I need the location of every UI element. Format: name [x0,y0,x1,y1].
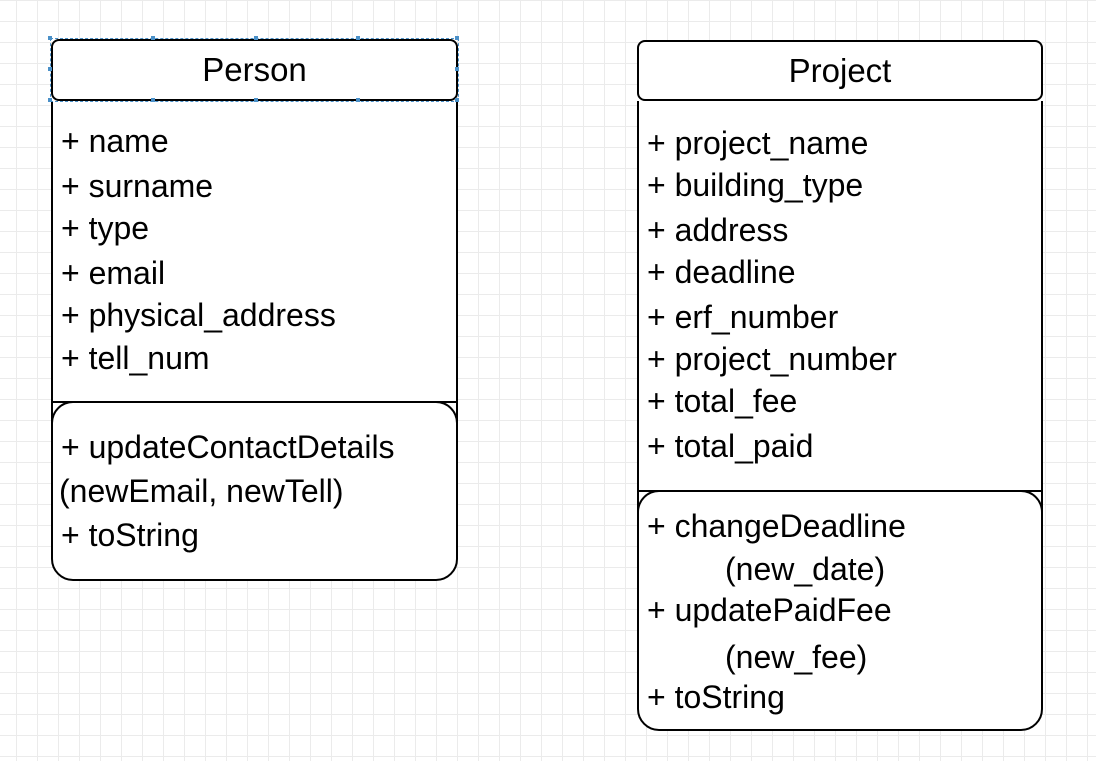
person-method-update-contact-details-params: (newEmail, newTell) [59,473,344,509]
selection-handle[interactable] [48,36,52,40]
project-class-title: Project [788,52,892,89]
project-methods-top-border [637,490,1043,512]
person-attribute-physical-address: + physical_address [61,297,336,333]
project-attribute-total-fee: + total_fee [647,383,798,419]
project-attribute-deadline: + deadline [647,254,796,290]
selection-handle[interactable] [455,67,459,71]
person-methods-top-border [51,401,458,423]
selection-handle[interactable] [455,36,459,40]
project-class[interactable]: Project + project_name + building_type +… [637,40,1043,731]
selection-handle[interactable] [48,67,52,71]
person-methods-section[interactable]: + updateContactDetails (newEmail, newTel… [51,401,458,581]
selection-handle[interactable] [151,98,155,102]
person-class-title: Person [202,51,307,88]
project-attribute-project-name: + project_name [647,125,869,161]
person-method-update-contact-details: + updateContactDetails [61,429,395,465]
project-method-change-deadline: + changeDeadline [647,508,906,544]
person-attribute-tell-num: + tell_num [61,340,210,376]
person-attribute-type: + type [61,210,150,246]
selection-handle[interactable] [356,36,360,40]
project-attribute-project-number: + project_number [647,341,897,377]
selection-handle[interactable] [254,98,258,102]
person-attribute-surname: + surname [61,168,214,204]
selection-handle[interactable] [254,36,258,40]
project-attribute-total-paid: + total_paid [647,428,814,464]
selection-handle[interactable] [151,36,155,40]
project-method-update-paid-fee-params: (new_fee) [725,639,868,675]
project-method-change-deadline-params: (new_date) [725,551,886,587]
project-methods-section[interactable]: + changeDeadline (new_date) + updatePaid… [637,490,1043,731]
person-attribute-name: + name [61,123,169,159]
project-method-to-string: + toString [647,679,785,715]
selection-handle[interactable] [48,98,52,102]
project-method-update-paid-fee: + updatePaidFee [647,592,892,628]
project-attribute-building-type: + building_type [647,167,864,203]
person-attributes-section[interactable]: + name + surname + type + email + physic… [51,101,458,401]
project-attributes-section[interactable]: + project_name + building_type + address… [637,101,1043,491]
person-attribute-email: + email [61,255,166,291]
project-attribute-address: + address [647,212,789,248]
project-class-header[interactable]: Project [637,40,1043,101]
project-attribute-erf-number: + erf_number [647,299,839,335]
selection-handle[interactable] [455,98,459,102]
person-class-header[interactable]: Person [51,39,458,101]
selection-handle[interactable] [356,98,360,102]
person-class[interactable]: Person + name + surname + type + email +… [48,36,459,581]
person-method-to-string: + toString [61,517,199,553]
